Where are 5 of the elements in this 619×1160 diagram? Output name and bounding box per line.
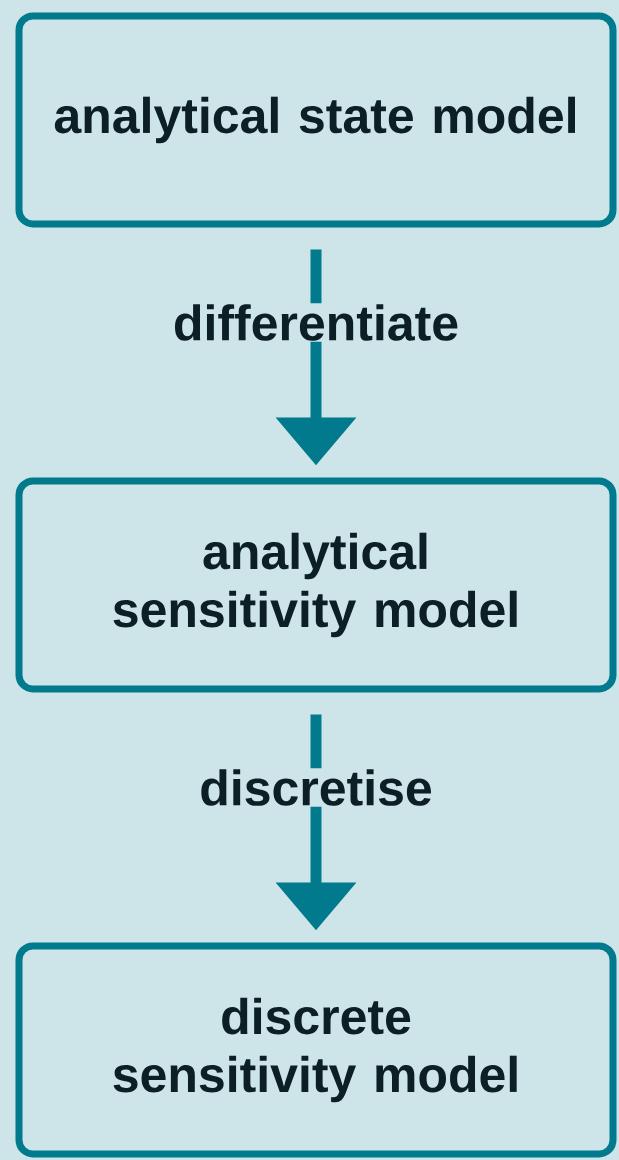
edge-label: differentiate — [171, 303, 461, 342]
process-box: discrete sensitivity model — [15, 942, 617, 1158]
edge-label: discretise — [198, 768, 434, 807]
process-box: analytical state model — [15, 12, 617, 228]
process-box: analytical sensitivity model — [15, 477, 617, 693]
